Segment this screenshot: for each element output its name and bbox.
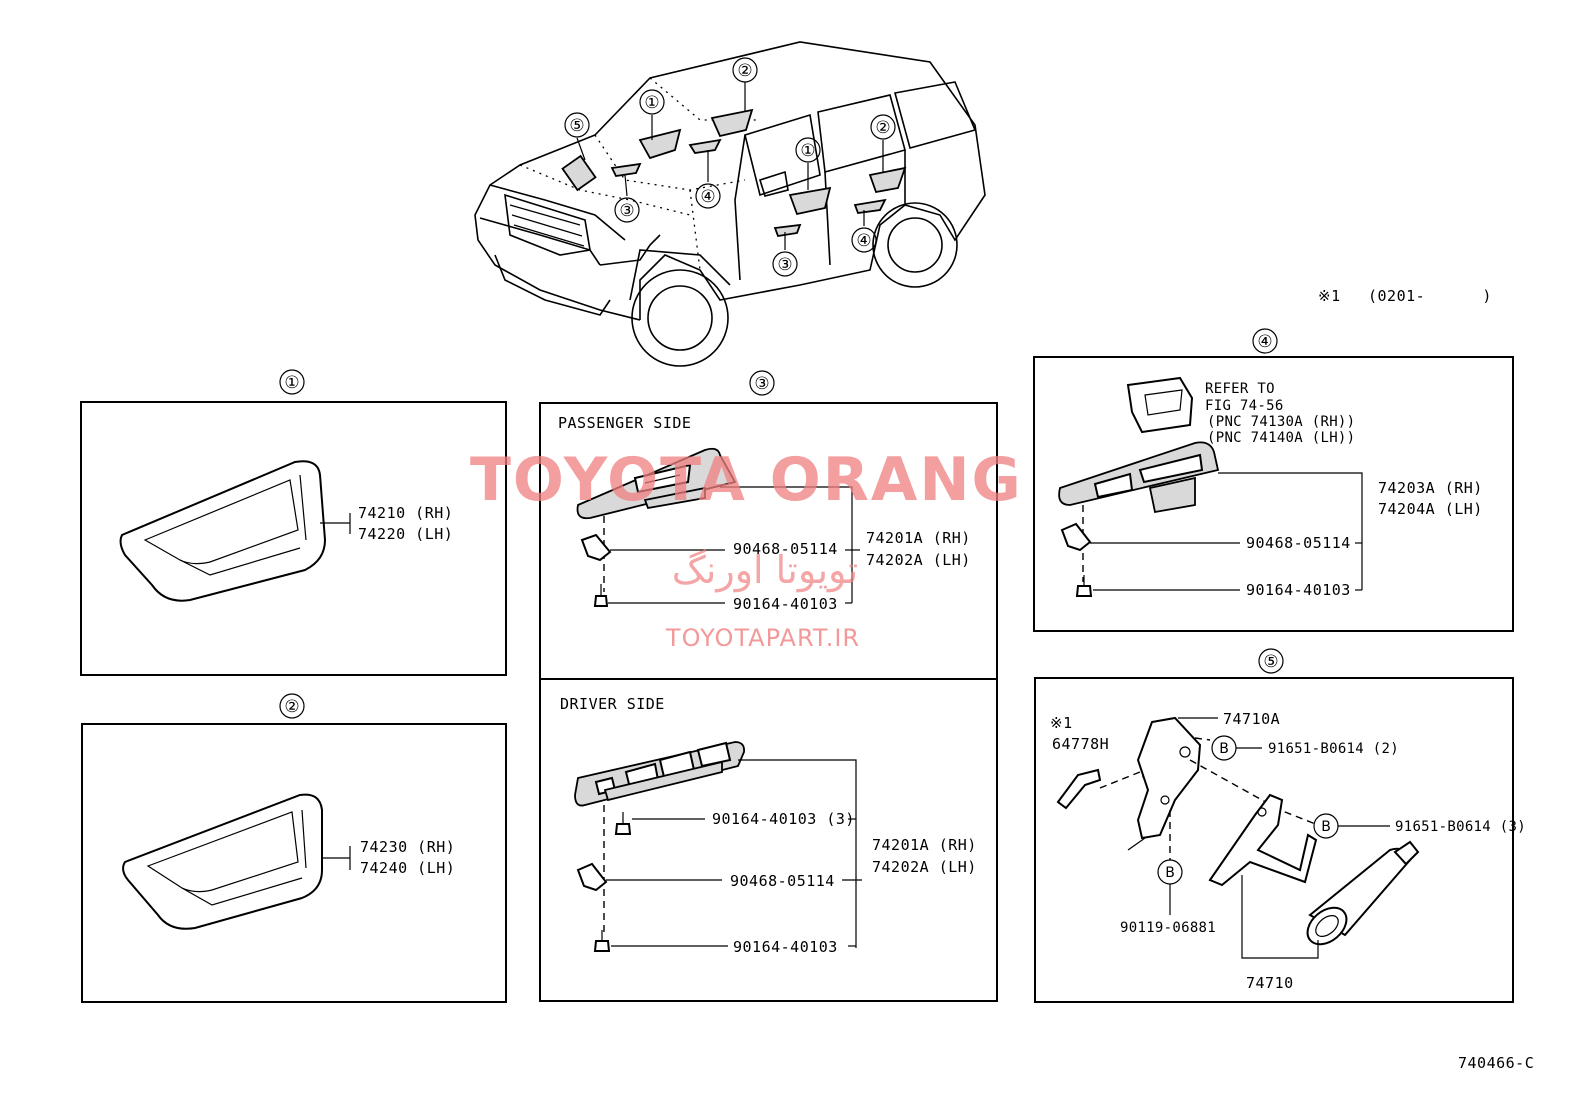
watermark-persian: تویوتا اورنگ bbox=[672, 548, 859, 593]
driver-clip-label: 90468-05114 bbox=[730, 872, 835, 890]
callout-4a: ④ bbox=[700, 187, 715, 207]
driver-switch-base bbox=[574, 741, 745, 807]
panel-5-note-mark: ※1 bbox=[1050, 714, 1073, 732]
driver-clip bbox=[576, 862, 608, 892]
panel-3: ③ PASSENGER SIDE 90468-05114 90164-40103… bbox=[539, 370, 998, 1002]
panel-5-number: ⑤ bbox=[1263, 652, 1278, 672]
part-74710-label: 74710 bbox=[1246, 974, 1294, 992]
passenger-screw bbox=[593, 584, 609, 607]
bolt-letter-2: B bbox=[1321, 819, 1331, 835]
panel-2-frame bbox=[81, 723, 507, 1003]
panel-4-clip bbox=[1060, 522, 1092, 552]
passenger-screw-label: 90164-40103 bbox=[733, 595, 838, 613]
panel-2-label-rh: 74230 (RH) bbox=[360, 838, 455, 856]
panel-4: ④ REFER TO FIG 74-56 (PNC 74130A (RH)) (… bbox=[1033, 328, 1514, 632]
bolt-2-label: 91651-B0614 (2) bbox=[1268, 741, 1399, 757]
panel-1-label-rh: 74210 (RH) bbox=[358, 504, 453, 522]
bracket-74710 bbox=[1208, 793, 1318, 887]
panel-1-label-lh: 74220 (LH) bbox=[358, 525, 453, 543]
inside-handle-bezel-rear bbox=[122, 793, 323, 930]
panel-5: ⑤ ※1 64778H 74710A B 91651-B0614 (2) B 9… bbox=[1034, 648, 1526, 1003]
panel-5-frame bbox=[1034, 677, 1514, 1003]
refer-line-4: (PNC 74140A (LH)) bbox=[1207, 430, 1355, 446]
bolt-letter-1: B bbox=[1219, 741, 1229, 757]
driver-assy-lh: 74202A (LH) bbox=[872, 858, 977, 876]
callout-5: ⑤ bbox=[569, 116, 584, 136]
panel-3-frame bbox=[539, 402, 998, 1002]
panel-4-frame bbox=[1033, 356, 1514, 632]
panel-4-assy-rh: 74203A (RH) bbox=[1378, 479, 1483, 497]
part-64778h bbox=[1056, 768, 1102, 810]
vehicle-overview bbox=[474, 41, 986, 367]
holder-cylinder bbox=[1306, 840, 1420, 946]
callout-2b: ② bbox=[875, 118, 890, 138]
panel-4-screw bbox=[1075, 575, 1093, 597]
panel-2-number: ② bbox=[284, 697, 299, 717]
driver-screw-bottom bbox=[593, 930, 611, 952]
panel-2-label-lh: 74240 (LH) bbox=[360, 859, 455, 877]
note-mark: ※1 bbox=[1318, 287, 1341, 305]
part-64778h-label: 64778H bbox=[1052, 735, 1109, 753]
panel-1-number: ① bbox=[284, 373, 299, 393]
refer-line-2: FIG 74-56 bbox=[1205, 398, 1284, 414]
bolt-3-label: 91651-B0614 (3) bbox=[1395, 819, 1526, 835]
passenger-switch-base bbox=[576, 447, 737, 520]
callout-1b: ① bbox=[800, 141, 815, 161]
panel-4-clip-label: 90468-05114 bbox=[1246, 534, 1351, 552]
part-74710a-label: 74710A bbox=[1223, 710, 1280, 728]
driver-side-title: DRIVER SIDE bbox=[560, 695, 665, 713]
driver-assy-rh: 74201A (RH) bbox=[872, 836, 977, 854]
passenger-side-title: PASSENGER SIDE bbox=[558, 414, 691, 432]
passenger-assy-lh: 74202A (LH) bbox=[866, 551, 971, 569]
panel-1-frame bbox=[80, 401, 507, 676]
watermark: TOYOTA ORANG تویوتا اورنگ TOYOTAPART.IR bbox=[470, 445, 1023, 652]
driver-screw-top bbox=[614, 812, 632, 835]
bracket-74710a bbox=[1127, 716, 1202, 851]
panel-1: ① 74210 (RH) 74220 (LH) bbox=[80, 369, 507, 676]
panel-4-number: ④ bbox=[1257, 332, 1272, 352]
callout-2a: ② bbox=[737, 61, 752, 81]
rear-switch-base bbox=[1058, 441, 1220, 514]
callout-3a: ③ bbox=[619, 201, 634, 221]
passenger-assy-rh: 74201A (RH) bbox=[866, 529, 971, 547]
callout-3b: ③ bbox=[777, 255, 792, 275]
watermark-site: TOYOTAPART.IR bbox=[665, 624, 860, 652]
refer-line-3: (PNC 74130A (RH)) bbox=[1207, 414, 1355, 430]
panel-4-screw-label: 90164-40103 bbox=[1246, 581, 1351, 599]
watermark-brand: TOYOTA ORANG bbox=[470, 445, 1023, 515]
inside-handle-bezel-front bbox=[119, 460, 327, 602]
driver-screw-label: 90164-40103 bbox=[733, 938, 838, 956]
note-range: (0201- ) bbox=[1368, 287, 1492, 305]
bolt-letter-3: B bbox=[1165, 865, 1175, 881]
passenger-clip-label: 90468-05114 bbox=[733, 540, 838, 558]
passenger-clip bbox=[580, 533, 612, 562]
part-90119-label: 90119-06881 bbox=[1120, 920, 1216, 936]
refer-line-1: REFER TO bbox=[1205, 381, 1275, 397]
window-switch bbox=[1126, 376, 1194, 434]
callout-4b: ④ bbox=[856, 231, 871, 251]
figure-code: 740466-C bbox=[1458, 1054, 1534, 1072]
callout-1a: ① bbox=[644, 93, 659, 113]
driver-screw3-label: 90164-40103 (3) bbox=[712, 810, 855, 828]
panel-4-assy-lh: 74204A (LH) bbox=[1378, 500, 1483, 518]
overview-callouts: ① ② ⑤ ① ② ④ ③ ④ ③ bbox=[564, 57, 896, 277]
panel-2: ② 74230 (RH) 74240 (LH) bbox=[81, 693, 507, 1003]
panel-3-number: ③ bbox=[754, 374, 769, 394]
